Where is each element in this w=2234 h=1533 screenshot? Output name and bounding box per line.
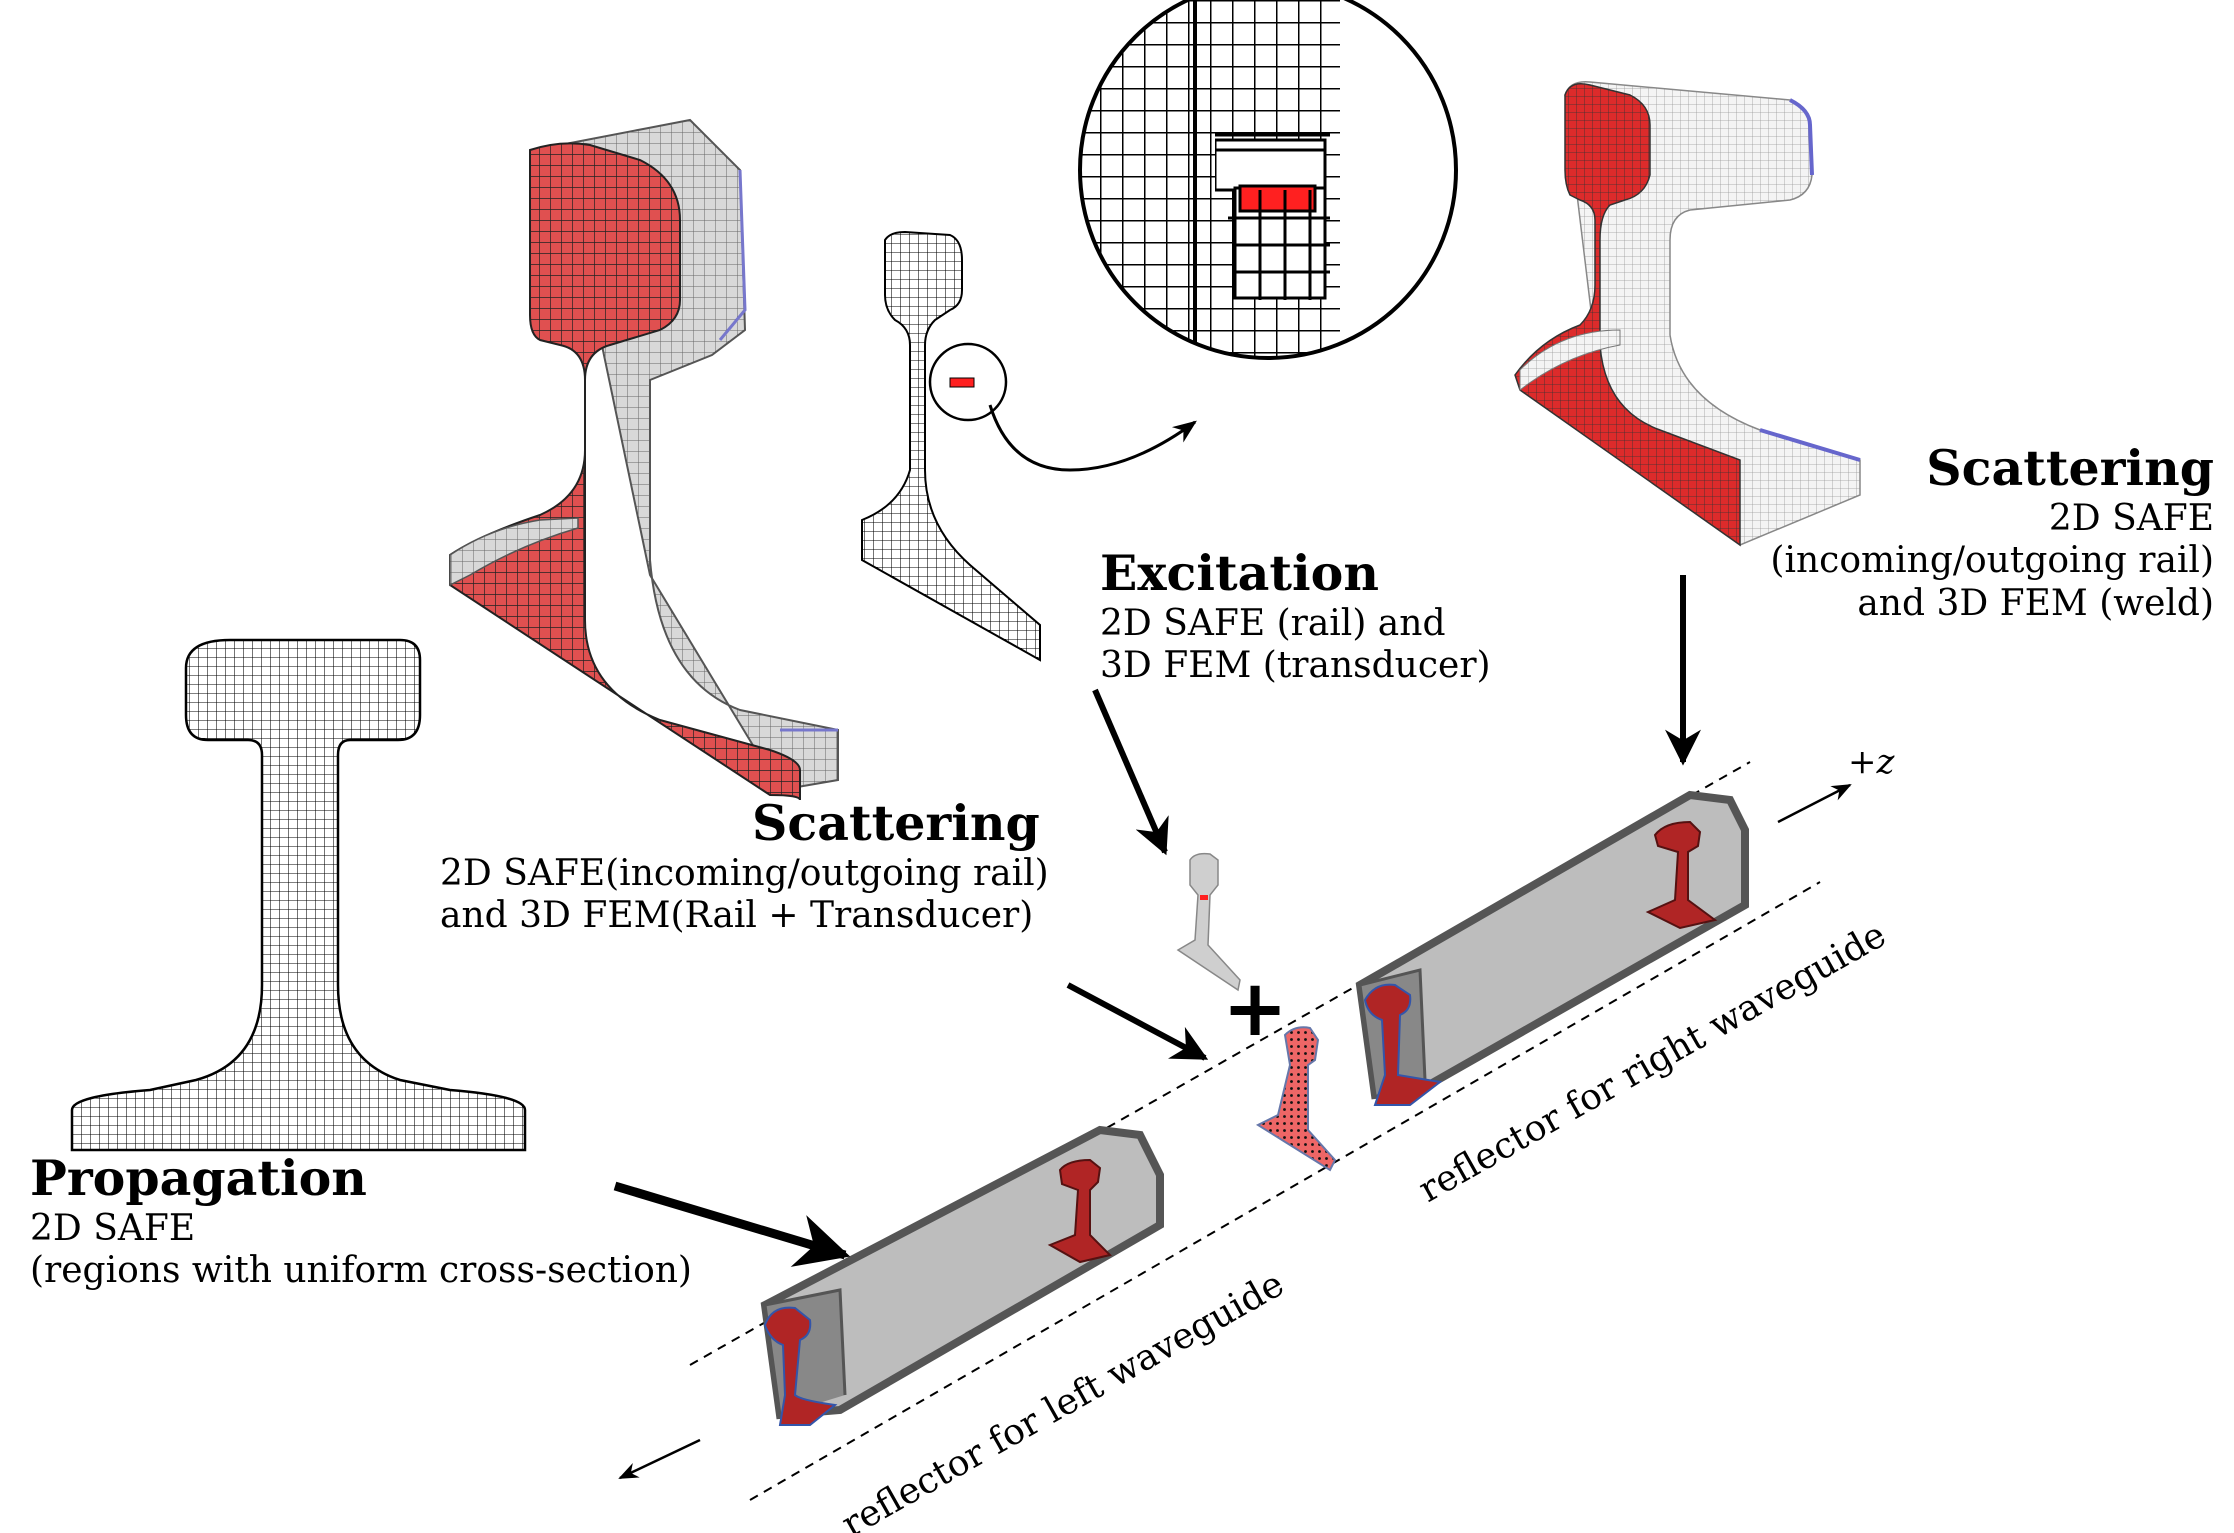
zoom-circle <box>1078 0 1458 360</box>
right-waveguide <box>1355 790 1749 1106</box>
excitation-title: Excitation <box>1100 544 1379 602</box>
zoom-arrow <box>988 404 1197 472</box>
excitation-line1: 2D SAFE (rail) and <box>1100 602 1446 644</box>
rail-3d-red-mesh <box>449 118 839 801</box>
small-transducer-rail <box>1176 852 1241 992</box>
rail-profile-outline <box>70 638 527 1152</box>
scattering-mid-label: Scattering 2D SAFE(incoming/outgoing rai… <box>440 794 1049 938</box>
propagation-label: Propagation 2D SAFE (regions with unifor… <box>30 1149 692 1293</box>
scattering-right-label: Scattering 2D SAFE (incoming/outgoing ra… <box>1770 439 2214 625</box>
axis-z-label: +z <box>1848 742 1895 782</box>
left-waveguide <box>760 1125 1164 1426</box>
small-dotted-red-rail <box>1255 1026 1337 1172</box>
scattering-mid-title: Scattering <box>752 794 1040 852</box>
scattering-right-title: Scattering <box>1926 439 2214 497</box>
excitation-label: Excitation 2D SAFE (rail) and 3D FEM (tr… <box>1100 544 1491 688</box>
scattering-right-line1: 2D SAFE <box>2048 497 2214 539</box>
propagation-cross-section-mesh <box>70 638 527 1152</box>
scattering-right-line2: (incoming/outgoing rail) <box>1770 540 2214 582</box>
scattering-right-line3: and 3D FEM (weld) <box>1857 582 2214 624</box>
propagation-line1: 2D SAFE <box>30 1207 196 1249</box>
excitation-line2: 3D FEM (transducer) <box>1100 645 1491 687</box>
propagation-title: Propagation <box>30 1149 367 1207</box>
pointer-arrows <box>613 575 1852 1480</box>
plus-sign: + <box>1222 964 1287 1054</box>
propagation-line2: (regions with uniform cross-section) <box>30 1250 692 1292</box>
scattering-mid-line2: and 3D FEM(Rail + Transducer) <box>440 895 1034 937</box>
weld-rail-3d-mesh <box>1514 81 1861 547</box>
transducer-rail-mesh <box>861 230 1041 662</box>
scattering-mid-line1: 2D SAFE(incoming/outgoing rail) <box>440 852 1049 894</box>
zoom-source-circle <box>928 342 1008 422</box>
